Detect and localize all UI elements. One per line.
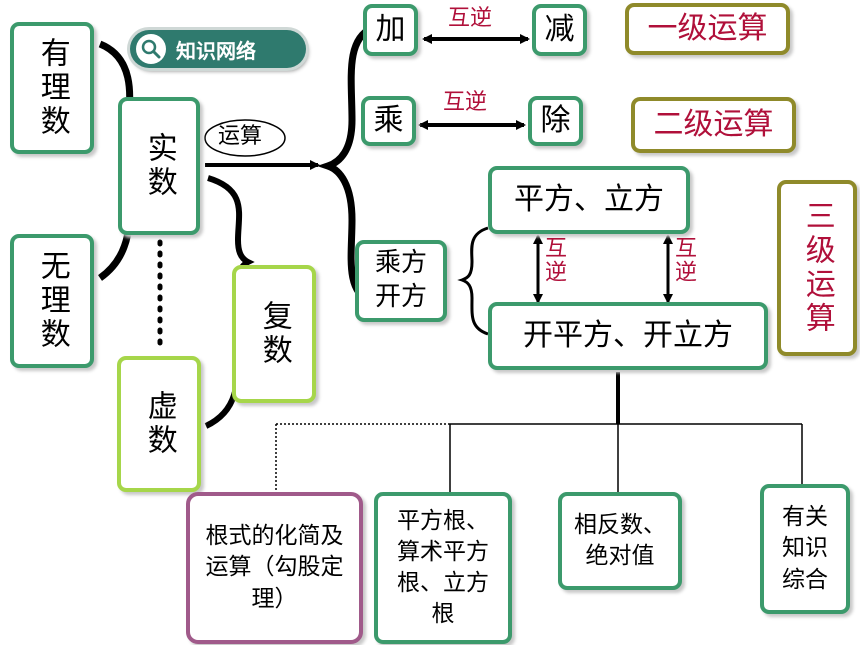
magnifier-icon — [136, 34, 166, 64]
related-knowledge-box: 有关知识综合 — [760, 484, 850, 614]
imaginary-number-box: 虚数 — [117, 356, 201, 492]
operation-ellipse — [204, 119, 286, 157]
square-roots-box: 平方根、算术平方根、立方根 — [374, 492, 512, 644]
opposite-absolute-box: 相反数、绝对值 — [558, 492, 682, 590]
sqrt-cbrt-box: 开平方、开立方 — [488, 302, 768, 370]
power-root-box: 乘方开方 — [355, 240, 447, 322]
badge-text: 知识网络 — [176, 38, 256, 63]
radical-simplification-box: 根式的化简及运算（勾股定理） — [186, 492, 363, 644]
operation-label: 运算 — [218, 124, 263, 149]
level-three-box: 三级运算 — [777, 180, 857, 356]
square-cube-box: 平方、立方 — [488, 166, 690, 234]
inverse-label-add-sub: 互逆 — [448, 6, 493, 31]
irrational-number-box: 无理数 — [10, 234, 94, 368]
divide-box: 除 — [528, 96, 583, 146]
level-two-box: 二级运算 — [631, 97, 796, 153]
rational-number-box: 有理数 — [10, 22, 94, 154]
brace-power — [457, 226, 489, 336]
inverse-label-left: 互逆 — [541, 236, 566, 284]
multiply-box: 乘 — [361, 96, 416, 146]
real-number-box: 实数 — [118, 97, 200, 235]
inverse-label-mul-div: 互逆 — [443, 90, 488, 115]
brace-operations — [316, 24, 374, 306]
level-one-box: 一级运算 — [625, 3, 790, 55]
inverse-label-right: 互逆 — [671, 236, 696, 284]
complex-number-box: 复数 — [232, 265, 316, 403]
knowledge-network-badge: 知识网络 — [130, 30, 306, 68]
add-box: 加 — [363, 4, 418, 56]
subtract-box: 减 — [532, 4, 587, 56]
